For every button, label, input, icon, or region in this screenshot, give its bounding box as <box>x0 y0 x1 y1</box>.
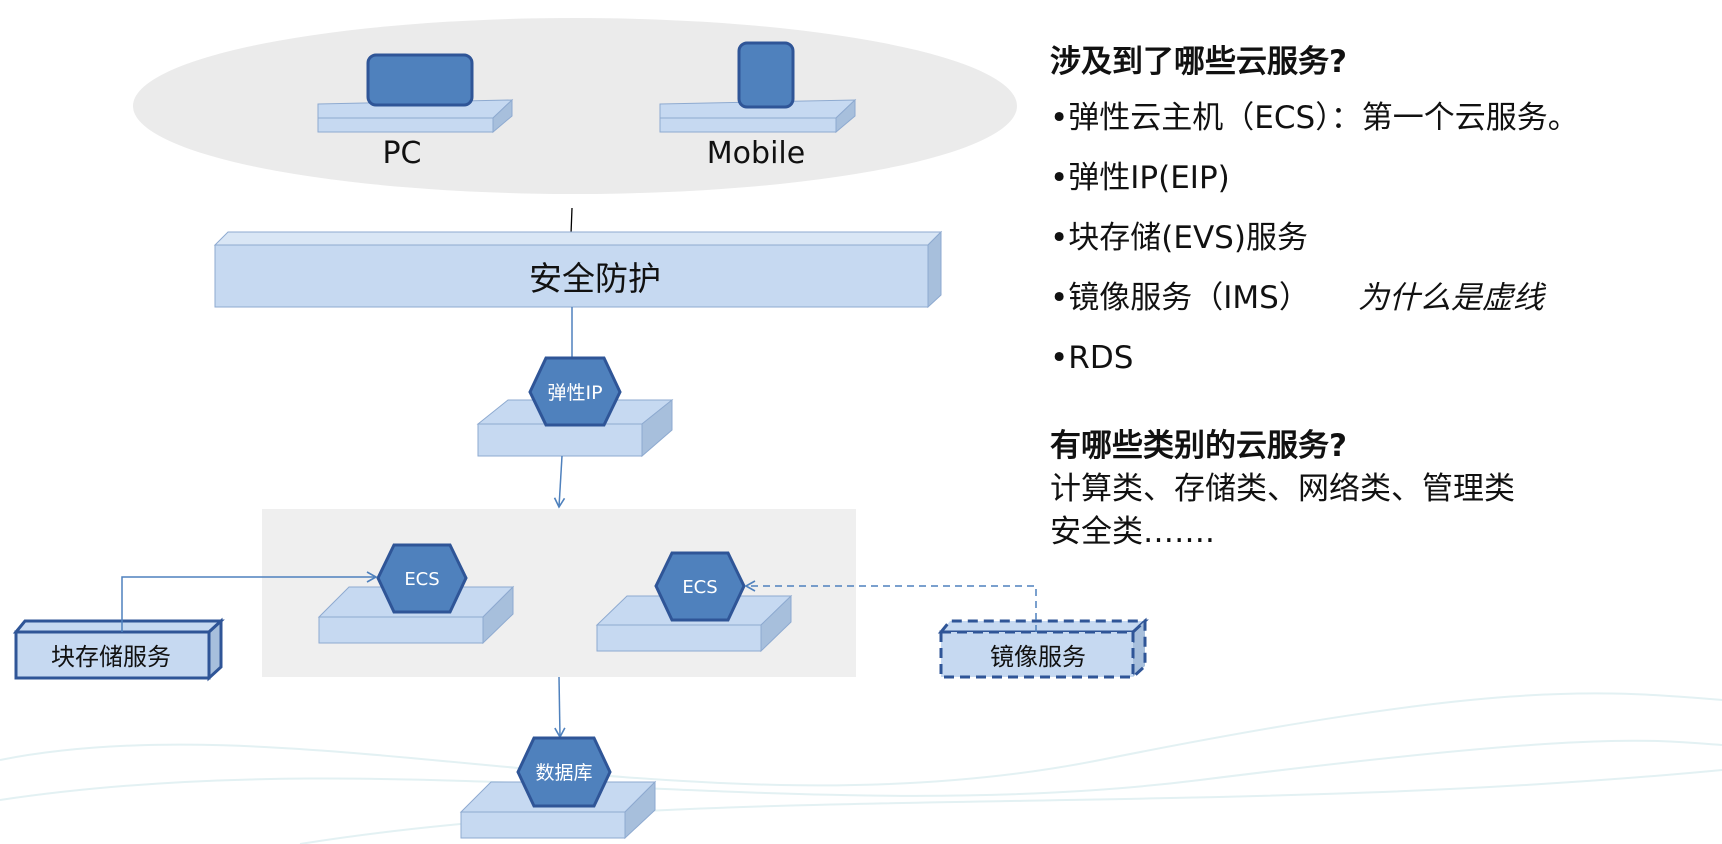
mobile-label: Mobile <box>707 136 805 171</box>
service-item-eip: •弹性IP(EIP) <box>1050 160 1230 196</box>
block-storage-node <box>12 617 225 682</box>
categories-line-1: 计算类、存储类、网络类、管理类 <box>1050 471 1515 507</box>
notes-panel: 涉及到了哪些云服务? •弹性云主机（ECS）：第一个云服务。 •弹性IP(EIP… <box>1050 40 1710 554</box>
client-area-ellipse <box>133 18 1017 194</box>
image-service-node <box>937 617 1149 681</box>
connector-image-service-ecs2 <box>744 580 1037 632</box>
ecs-node-2 <box>595 551 793 653</box>
image-service-label: 镜像服务 <box>990 643 1086 671</box>
database-label: 数据库 <box>535 762 592 784</box>
service-item-ecs: •弹性云主机（ECS）：第一个云服务。 <box>1050 100 1579 136</box>
categories-line-2: 安全类……. <box>1050 514 1215 550</box>
mobile-device <box>659 41 857 134</box>
elastic-ip-hexagon <box>528 356 622 427</box>
database-hexagon <box>516 736 612 808</box>
database-node <box>459 736 657 840</box>
service-item-ims: •镜像服务（IMS）为什么是虚线 <box>1050 280 1544 316</box>
ims-dashed-question: 为什么是虚线 <box>1357 280 1544 316</box>
ecs-node-1 <box>317 543 515 645</box>
connector-client-security <box>570 207 573 235</box>
connector-ecs-group-database <box>554 676 566 739</box>
mobile-icon <box>737 41 795 109</box>
ecs-1-hexagon <box>376 543 468 614</box>
security-protection-block <box>213 230 943 309</box>
security-protection-label: 安全防护 <box>529 259 661 298</box>
pc-label: PC <box>382 136 421 171</box>
heading-services-involved: 涉及到了哪些云服务? <box>1050 44 1347 80</box>
heading-service-categories: 有哪些类别的云服务? <box>1050 428 1347 464</box>
pc-icon <box>366 53 474 107</box>
ecs-1-label: ECS <box>404 569 439 590</box>
ecs-2-label: ECS <box>682 577 717 598</box>
service-item-rds: •RDS <box>1050 340 1134 376</box>
pc-device <box>317 53 514 134</box>
connector-eip-ecs-group <box>553 455 566 509</box>
background-waves <box>0 692 1722 844</box>
connector-block-storage-ecs1 <box>121 571 378 632</box>
elastic-ip-label: 弹性IP <box>547 382 602 404</box>
service-item-evs: •块存储(EVS)服务 <box>1050 220 1308 256</box>
elastic-ip-node <box>476 356 674 458</box>
ecs-2-hexagon <box>654 551 746 622</box>
block-storage-label: 块存储服务 <box>51 643 171 671</box>
